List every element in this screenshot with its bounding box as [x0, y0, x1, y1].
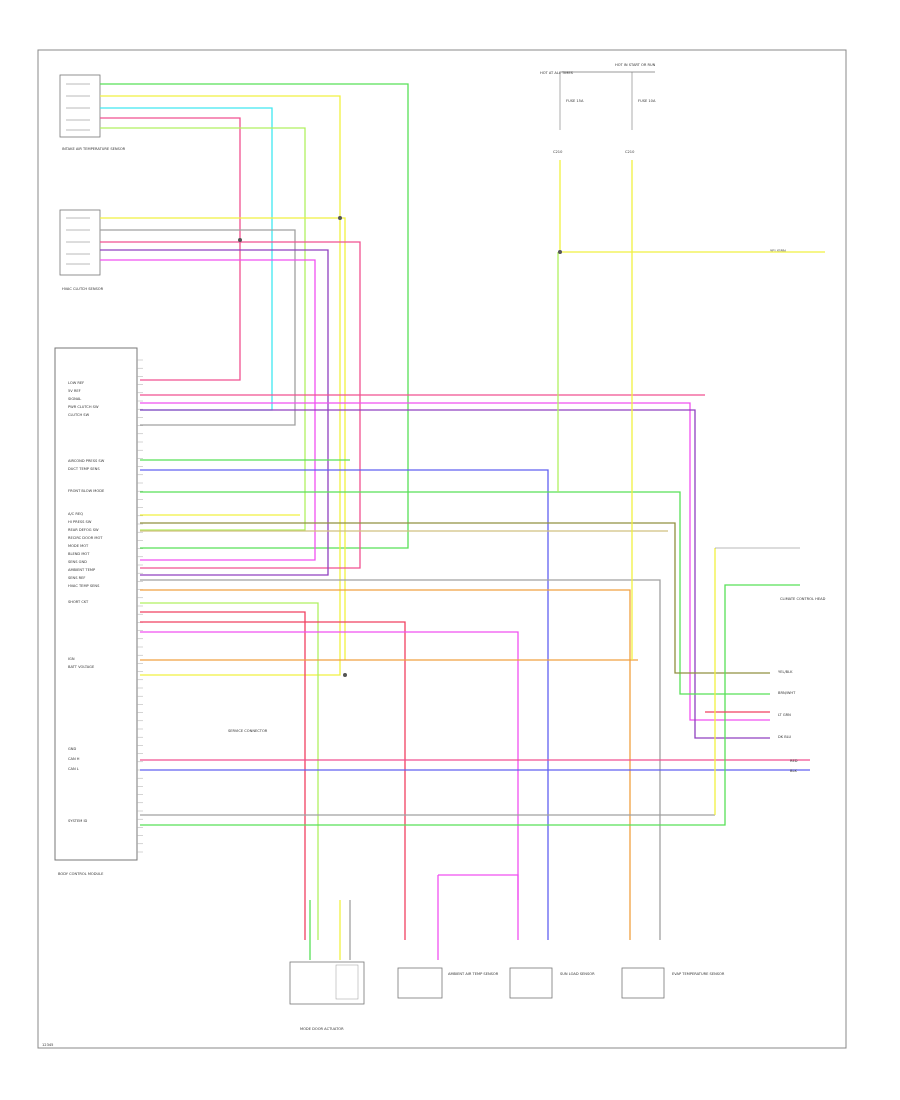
wire-yellow-mid: [100, 217, 346, 660]
wire-cyan-top: [100, 107, 273, 411]
inline-connector-label: SERVICE CONNECTOR: [228, 729, 268, 733]
ecu-pin-label: CLUTCH SW: [68, 413, 90, 417]
sensor-c: EVAP TEMPERATURE SENSOR: [621, 967, 725, 999]
splice-dot: [558, 250, 562, 254]
diagram-code: 12345: [42, 1043, 53, 1047]
power-label-2: HOT IN START OR RUN: [615, 63, 656, 67]
ecu-pin-label: PWR CLUTCH SW: [68, 405, 99, 409]
ecu-pin-label: IGN: [68, 657, 75, 661]
wire-yellow-fuse1: [559, 160, 825, 253]
ecu-pin-ticks: [137, 359, 143, 853]
ecu-pin-label: HI PRESS SW: [68, 520, 92, 524]
ecu-pin-label: SENS GND: [68, 560, 87, 564]
wire-grey-mid: [100, 229, 296, 426]
ecu-pin-label: BLEND MOT: [68, 552, 90, 556]
sensor-c-label: EVAP TEMPERATURE SENSOR: [672, 972, 725, 976]
ecu-pin-label: AIRCOND PRESS SW: [68, 459, 105, 463]
wire-green-825: [140, 584, 800, 826]
power-label-1: HOT AT ALL TIMES: [540, 71, 574, 75]
ecu-pin-label: REAR DEFOG SW: [68, 528, 99, 532]
ecu-pin-labels: LOW REF 5V REF SIGNAL PWR CLUTCH SW CLUT…: [68, 381, 105, 823]
right-terminal-label: YEL/BLK: [778, 670, 793, 674]
ecu-pin-label: MODE MOT: [68, 544, 89, 548]
wire-green-top: [100, 83, 409, 549]
wire-layer: [100, 83, 825, 960]
wire-violet-long: [140, 409, 770, 739]
ecu-pin-label: LOW REF: [68, 381, 84, 385]
ecu-pin-label: HVAC TEMP SENS: [68, 584, 100, 588]
ecu-module: BODY CONTROL MODULE: [54, 347, 138, 876]
wire-yellow-top: [100, 95, 341, 676]
splice-label-2: C210: [625, 150, 635, 154]
wire-pink-mid: [100, 241, 361, 569]
wire-lime-603: [140, 602, 319, 940]
top-sensor: INTAKE AIR TEMPERATURE SENSOR: [59, 74, 126, 151]
bottom-actuator-label: MODE DOOR ACTUATOR: [300, 1027, 344, 1031]
wire-grey-580: [140, 579, 661, 940]
wire-magenta-long: [140, 402, 770, 721]
wire-violet-mid: [100, 249, 329, 576]
splice-dot: [343, 673, 347, 677]
right-terminal-labels: YEL/BLK BRN/WHT LT GRN DK BLU RED BLK: [778, 670, 798, 773]
sensor-b-label: SUN LOAD SENSOR: [560, 972, 595, 976]
sensor-a: AMBIENT AIR TEMP SENSOR: [397, 967, 499, 999]
right-terminal-label: BLK: [790, 769, 797, 773]
wire-lime-top: [100, 127, 306, 531]
ecu-name: BODY CONTROL MODULE: [58, 872, 104, 876]
inline-connector: SERVICE CONNECTOR: [228, 729, 268, 733]
ecu-pin-label: CAN H: [68, 757, 80, 761]
bus-label: YEL/GRN: [770, 249, 786, 253]
ecu-pin-label: DUCT TEMP SENS: [68, 467, 100, 471]
diagram-border: [37, 49, 847, 1049]
wire-orange-590: [140, 589, 631, 940]
right-terminal-label: DK BLU: [778, 735, 792, 739]
ecu-pin-label: 5V REF: [68, 389, 81, 393]
splice-dot: [338, 216, 342, 220]
ecu-pin-label: FRONT BLOW MODE: [68, 489, 105, 493]
sensor-b: SUN LOAD SENSOR: [509, 967, 595, 999]
wire-pink-top: [100, 117, 241, 381]
ecu-pin-label: SIGNAL: [68, 397, 81, 401]
fuse-label-2: FUSE 10A: [638, 99, 656, 103]
mid-sensor-label: HVAC CLUTCH SENSOR: [62, 287, 104, 291]
right-terminal-label: RED: [790, 759, 798, 763]
wire-olive-523: [140, 522, 770, 674]
right-device: CLIMATE CONTROL HEAD: [715, 547, 826, 601]
ecu-pin-label: SHORT CKT: [68, 600, 89, 604]
bottom-actuator: MODE DOOR ACTUATOR: [289, 961, 365, 1031]
fuse-block: HOT AT ALL TIMES HOT IN START OR RUN FUS…: [540, 63, 786, 253]
wire-red-612: [140, 611, 306, 940]
ecu-pin-label: RECIRC DOOR MOT: [68, 536, 103, 540]
ecu-pin-label: BATT VOLTAGE: [68, 665, 95, 669]
ecu-pin-label: GND: [68, 747, 76, 751]
ecu-pin-label: AMBIENT TEMP: [68, 568, 96, 572]
right-terminal-label: LT GRN: [778, 713, 791, 717]
fuse-label-1: FUSE 15A: [566, 99, 584, 103]
wire-blue-470: [140, 469, 549, 940]
mid-sensor: HVAC CLUTCH SENSOR: [59, 209, 104, 291]
ecu-pin-label: A/C REQ: [68, 512, 83, 516]
splice-label-1: C210: [553, 150, 563, 154]
sensor-a-label: AMBIENT AIR TEMP SENSOR: [448, 972, 499, 976]
splice-dot: [238, 238, 242, 242]
ecu-pin-label: SYSTEM ID: [68, 819, 88, 823]
ecu-pin-label: CAN L: [68, 767, 79, 771]
top-sensor-label: INTAKE AIR TEMPERATURE SENSOR: [62, 147, 126, 151]
wire-magenta-sa: [438, 874, 519, 900]
wire-magenta-632: [140, 631, 519, 940]
right-device-label: CLIMATE CONTROL HEAD: [780, 597, 826, 601]
ecu-pin-label: SENS REF: [68, 576, 86, 580]
wire-red-622: [140, 621, 406, 940]
right-terminal-label: BRN/WHT: [778, 691, 796, 695]
